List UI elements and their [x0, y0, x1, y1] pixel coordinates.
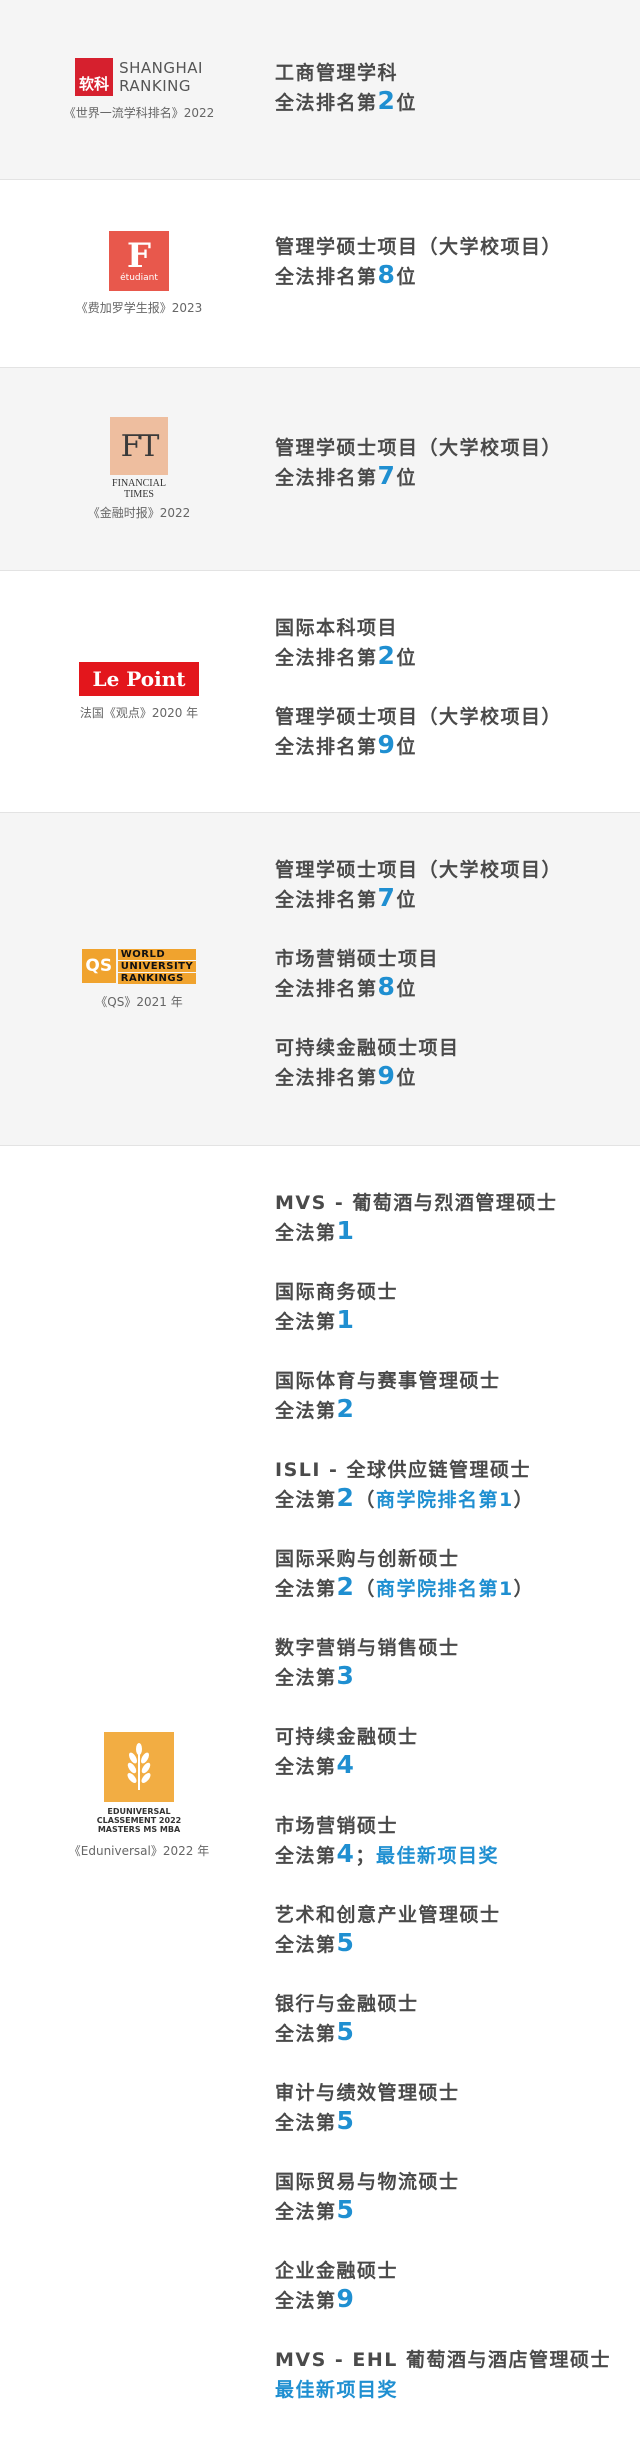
program-title: 国际贸易与物流硕士 [275, 2171, 460, 2193]
program-title: 工商管理学科 [275, 62, 399, 84]
ranking-entry: 审计与绩效管理硕士全法第5 [275, 2079, 640, 2137]
program-rank: 全法第4；最佳新项目奖 [275, 1839, 499, 1868]
program-title: 可持续金融硕士 [275, 1726, 419, 1748]
program-title: 数字营销与销售硕士 [275, 1637, 460, 1659]
ranking-entry: 管理学硕士项目（大学校项目） 全法排名第7位 [275, 856, 640, 914]
ranking-entry: 国际体育与赛事管理硕士全法第2 [275, 1367, 640, 1425]
program-title: 艺术和创意产业管理硕士 [275, 1904, 501, 1926]
program-title: 银行与金融硕士 [275, 1993, 419, 2015]
ranking-entry: ISLI - 全球供应链管理硕士全法第2（商学院排名第1） [275, 1456, 640, 1514]
program-rank: 最佳新项目奖 [275, 2374, 640, 2404]
logo-financial-times: FT FINANCIAL TIMES 《金融时报》2022 [0, 368, 278, 570]
program-rank: 全法排名第8位 [275, 260, 417, 289]
program-rank: 全法排名第7位 [275, 461, 417, 490]
logo-caption: 《金融时报》2022 [87, 506, 191, 520]
program-rank: 全法第5 [275, 2017, 356, 2046]
program-title: 可持续金融硕士项目 [275, 1037, 460, 1059]
program-rank: 全法排名第8位 [275, 972, 417, 1001]
award-highlight: 商学院排名第1 [375, 1489, 514, 1511]
ranking-section-figaro: F étudiant 《费加罗学生报》2023 管理学硕士项目（大学校项目） 全… [0, 180, 640, 368]
ranking-entry: 市场营销硕士项目 全法排名第8位 [275, 945, 640, 1003]
ranking-entry: 市场营销硕士全法第4；最佳新项目奖 [275, 1812, 640, 1870]
ranking-entry: 可持续金融硕士全法第4 [275, 1723, 640, 1781]
program-rank: 全法第1 [275, 1305, 356, 1334]
program-title: MVS - EHL 葡萄酒与酒店管理硕士 [275, 2349, 612, 2371]
ranking-entry: 管理学硕士项目（大学校项目） 全法排名第7位 [275, 434, 640, 492]
program-rank: 全法第2（商学院排名第1） [275, 1483, 535, 1512]
wheat-icon [104, 1731, 174, 1802]
program-title: 管理学硕士项目（大学校项目） [275, 437, 563, 459]
program-rank: 全法第3 [275, 1661, 356, 1690]
logo-shanghai-ranking: 软科 SHANGHAI RANKING 《世界一流学科排名》2022 [63, 58, 215, 120]
award-highlight: 最佳新项目奖 [375, 1845, 499, 1867]
ranking-entry: 银行与金融硕士全法第5 [275, 1990, 640, 2048]
ranking-entry: 企业金融硕士全法第9 [275, 2257, 640, 2315]
program-rank: 全法排名第9位 [275, 1061, 417, 1090]
qs-logo-icon: QS [81, 948, 116, 983]
logo-figaro-etudiant: F étudiant 《费加罗学生报》2023 [0, 180, 278, 367]
program-title: 国际本科项目 [275, 617, 399, 639]
program-title: ISLI - 全球供应链管理硕士 [275, 1459, 532, 1481]
ranking-entry: 国际商务硕士全法第1 [275, 1278, 640, 1336]
ranking-entry: 国际贸易与物流硕士全法第5 [275, 2168, 640, 2226]
logo-caption: 《世界一流学科排名》2022 [63, 106, 215, 120]
program-title: 管理学硕士项目（大学校项目） [275, 706, 563, 728]
ranking-entry: MVS - 葡萄酒与烈酒管理硕士全法第1 [275, 1189, 640, 1247]
program-rank: 全法第2 [275, 1394, 356, 1423]
logo-caption: 《Eduniversal》2022 年 [68, 1843, 210, 1858]
ranking-entry: 艺术和创意产业管理硕士全法第5 [275, 1901, 640, 1959]
program-title: 企业金融硕士 [275, 2260, 399, 2282]
award-highlight: 最佳新项目奖 [275, 2379, 399, 2401]
program-rank: 全法排名第2位 [275, 641, 417, 670]
program-rank: 全法第5 [275, 2106, 356, 2135]
program-title: 国际体育与赛事管理硕士 [275, 1370, 501, 1392]
ranking-section-qs: QS WORLD UNIVERSITY RANKINGS 《QS》2021 年 … [0, 813, 640, 1146]
program-rank: 全法排名第7位 [275, 883, 417, 912]
program-rank: 全法第9 [275, 2284, 356, 2313]
ranking-entry: 数字营销与销售硕士全法第3 [275, 1634, 640, 1692]
ranking-entry: 管理学硕士项目（大学校项目） 全法排名第8位 [275, 233, 640, 291]
program-rank: 全法第5 [275, 2195, 356, 2224]
program-title: 市场营销硕士 [275, 1815, 399, 1837]
award-highlight: 商学院排名第1 [375, 1578, 514, 1600]
program-rank: 全法第4 [275, 1750, 356, 1779]
ranking-entry: 国际本科项目 全法排名第2位 [275, 614, 640, 672]
ranking-section-le-point: Le Point 法国《观点》2020 年 国际本科项目 全法排名第2位 管理学… [0, 571, 640, 813]
le-point-logo-icon: Le Point [79, 662, 199, 696]
ranking-entry: 管理学硕士项目（大学校项目） 全法排名第9位 [275, 703, 640, 761]
logo-caption: 《费加罗学生报》2023 [75, 301, 203, 315]
ranking-section-ft: FT FINANCIAL TIMES 《金融时报》2022 管理学硕士项目（大学… [0, 368, 640, 571]
financial-times-logo-icon: FT [110, 417, 168, 475]
shanghai-ranking-logo-icon: 软科 [75, 58, 114, 96]
logo-caption: 法国《观点》2020 年 [79, 706, 199, 720]
ranking-entry: 工商管理学科 全法排名第2位 [275, 59, 640, 117]
program-rank: 全法第5 [275, 1928, 356, 1957]
program-title: 管理学硕士项目（大学校项目） [275, 859, 563, 881]
program-rank: 全法排名第9位 [275, 730, 417, 759]
program-title: 国际商务硕士 [275, 1281, 399, 1303]
program-title: 市场营销硕士项目 [275, 948, 440, 970]
program-rank: 全法排名第2位 [275, 86, 417, 115]
program-rank: 全法第2（商学院排名第1） [275, 1572, 535, 1601]
logo-qs-world-university-rankings: QS WORLD UNIVERSITY RANKINGS 《QS》2021 年 [0, 813, 278, 1145]
figaro-etudiant-logo-icon: F étudiant [109, 231, 169, 291]
program-title: 管理学硕士项目（大学校项目） [275, 236, 563, 258]
ranking-entry: MVS - EHL 葡萄酒与酒店管理硕士最佳新项目奖 [275, 2346, 640, 2404]
logo-caption: 《QS》2021 年 [95, 994, 183, 1009]
logo-le-point: Le Point 法国《观点》2020 年 [0, 571, 278, 812]
program-title: MVS - 葡萄酒与烈酒管理硕士 [275, 1192, 558, 1214]
program-title: 审计与绩效管理硕士 [275, 2082, 460, 2104]
program-rank: 全法第1 [275, 1216, 356, 1245]
ranking-section-eduniversal: EDUNIVERSAL CLASSEMENT 2022 MASTERS MS M… [0, 1146, 640, 2444]
ranking-entry: 可持续金融硕士项目 全法排名第9位 [275, 1034, 640, 1092]
ranking-section-shanghai: 软科 SHANGHAI RANKING 《世界一流学科排名》2022 工商管理学… [0, 0, 640, 180]
logo-eduniversal: EDUNIVERSAL CLASSEMENT 2022 MASTERS MS M… [0, 1146, 278, 2444]
program-title: 国际采购与创新硕士 [275, 1548, 460, 1570]
ranking-entry: 国际采购与创新硕士全法第2（商学院排名第1） [275, 1545, 640, 1603]
